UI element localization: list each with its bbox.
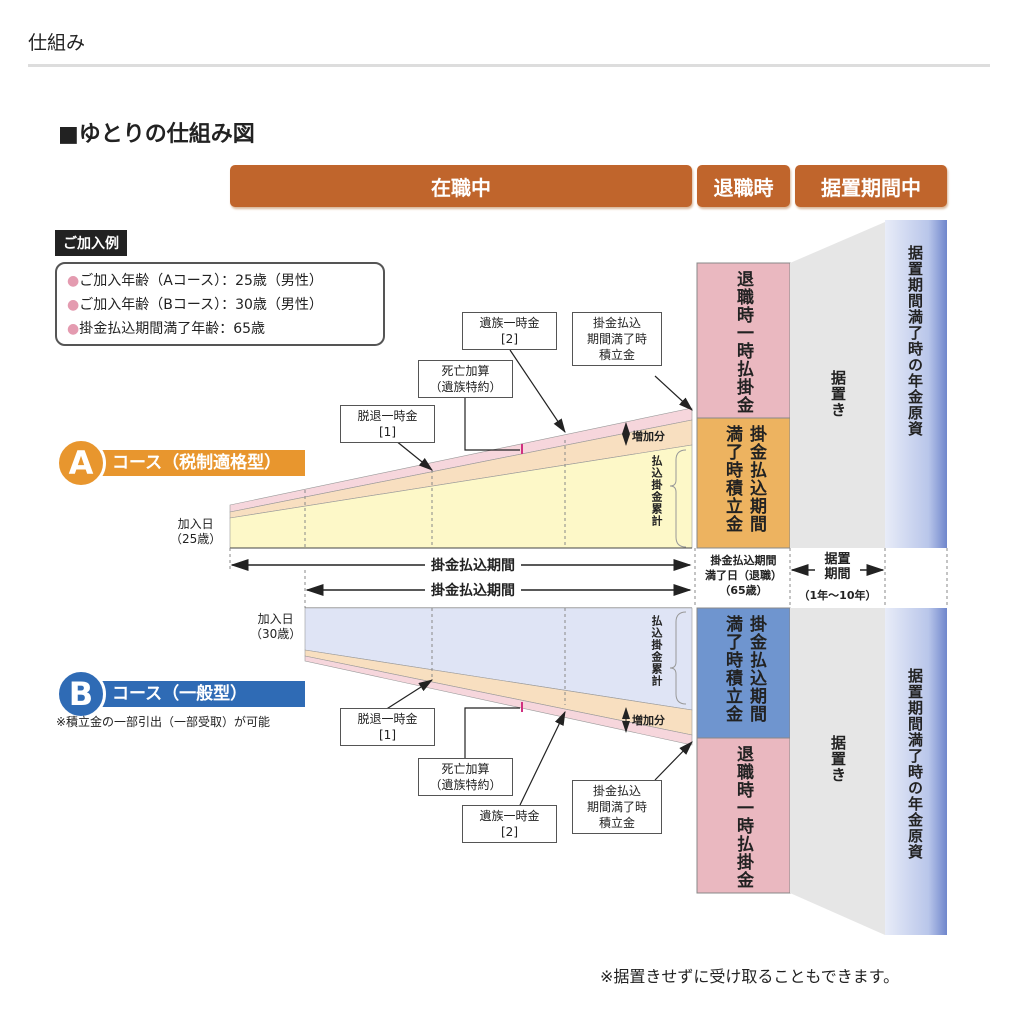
deferral-period-label: 据置 期間 <box>815 552 860 582</box>
b-callout-bereaved: 遺族一時金 [2] <box>462 805 557 843</box>
b-callout-withdrawal: 脱退一時金 [1] <box>340 708 435 746</box>
example-item: ●ご加入年齢（Bコース）：30歳（男性） <box>67 297 323 313</box>
b-callout-death: 死亡加算 （遺族特約） <box>418 758 513 796</box>
b-lump-sum-text: 退職時一時払掛金 <box>733 745 753 889</box>
b-start-label: 加入日 （30歳） <box>250 612 302 641</box>
a-callout-withdrawal: 脱退一時金 [1] <box>340 405 435 443</box>
payment-period-b: 掛金払込期間 <box>425 580 521 600</box>
example-box: ●ご加入年齢（Aコース）：25歳（男性） ●ご加入年齢（Bコース）：30歳（男性… <box>55 262 385 346</box>
section-title: 仕組み <box>28 32 86 54</box>
a-increase-label: 増加分 <box>632 430 665 443</box>
b-pension-text: 据置期間満了時の年金原資 <box>906 668 924 860</box>
b-maturity-box <box>696 607 791 739</box>
course-b-badge: B <box>56 669 106 719</box>
b-deferred-text: 据置き <box>829 735 847 783</box>
a-maturity-box <box>696 417 791 549</box>
a-callout-maturity: 掛金払込 期間満了時 積立金 <box>572 312 662 366</box>
example-item: ●掛金払込期間満了年齢：65歳 <box>67 321 266 337</box>
a-deferred-text: 据置き <box>829 370 847 418</box>
footnote: ※据置きせずに受け取ることもできます。 <box>600 967 900 986</box>
course-a-label: コース（税制適格型） <box>90 450 305 476</box>
b-callout-maturity: 掛金払込 期間満了時 積立金 <box>572 780 662 834</box>
b-lump-sum-box <box>696 737 791 894</box>
b-cumulative-label: 払込掛金累計 <box>650 615 663 687</box>
phase-employed: 在職中 <box>230 165 692 207</box>
b-deferral-area <box>790 608 885 935</box>
a-lump-sum-text: 退職時一時払掛金 <box>733 270 753 414</box>
diagram-title: ■ゆとりの仕組み図 <box>58 122 255 147</box>
divider <box>28 64 990 67</box>
payment-period-a: 掛金払込期間 <box>425 555 521 575</box>
b-maturity-text: 掛金払込期間満了時積立金 <box>722 615 766 723</box>
deferral-range-label: （1年〜10年） <box>798 589 877 602</box>
course-a-badge: A <box>56 438 106 488</box>
example-label: ご加入例 <box>55 230 127 256</box>
a-callout-bereaved: 遺族一時金 [2] <box>462 312 557 350</box>
a-pension-bar <box>885 220 947 548</box>
phase-retirement: 退職時 <box>697 165 790 207</box>
a-cumulative-label: 払込掛金累計 <box>650 455 663 527</box>
a-start-label: 加入日 （25歳） <box>170 517 222 546</box>
course-b-note: ※積立金の一部引出（一部受取）が可能 <box>56 715 271 729</box>
course-b-label: コース（一般型） <box>90 681 305 707</box>
phase-deferral: 据置期間中 <box>795 165 947 207</box>
a-pension-text: 据置期間満了時の年金原資 <box>906 245 924 437</box>
maturity-date-label: 掛金払込期間 満了日（退職） （65歳） <box>705 554 782 597</box>
a-maturity-text: 掛金払込期間満了時積立金 <box>722 425 766 533</box>
a-callout-death: 死亡加算 （遺族特約） <box>418 360 513 398</box>
a-lump-sum-box <box>696 262 791 419</box>
b-increase-label: 増加分 <box>632 714 665 727</box>
b-pension-bar <box>885 608 947 935</box>
example-item: ●ご加入年齢（Aコース）：25歳（男性） <box>67 273 323 289</box>
a-deferral-area <box>790 222 885 548</box>
